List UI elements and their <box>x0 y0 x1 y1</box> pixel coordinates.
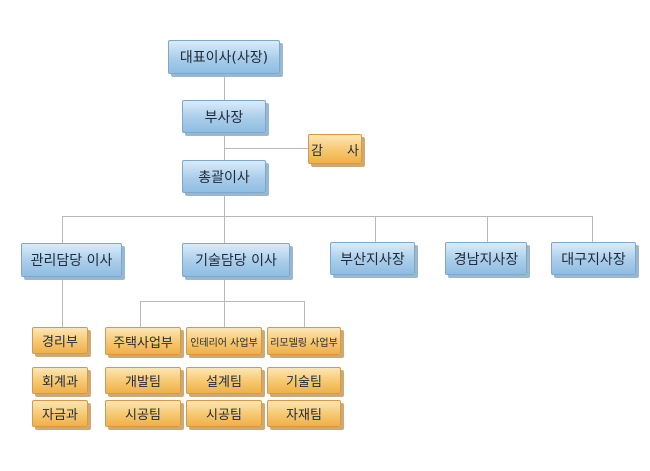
top-level-bus <box>62 216 593 217</box>
materials-team-box: 자재팀 <box>267 400 341 427</box>
gyeongnam-branch-box: 경남지사장 <box>445 242 527 275</box>
accounting-section-box: 회계과 <box>32 367 88 394</box>
ceo-box: 대표이사(사장) <box>168 40 280 74</box>
remodeling-division-box: 리모델링 사업부 <box>267 327 341 355</box>
design-team-box: 설계팀 <box>186 367 262 394</box>
drop-interior <box>224 301 225 327</box>
connector-gm-bus <box>224 193 225 216</box>
technical-director-box: 기술담당 이사 <box>182 243 290 277</box>
interior-division-box: 인테리어 사업부 <box>186 327 262 355</box>
connector-ceo-vp <box>224 74 225 100</box>
connector-mgmt-dept <box>62 277 63 327</box>
construction-team-interior-box: 시공팀 <box>186 400 262 427</box>
connector-tech-bus <box>224 277 225 301</box>
connector-vp-gm <box>224 133 225 160</box>
connector-audit <box>224 148 308 149</box>
accounting-dept-box: 경리부 <box>32 327 88 354</box>
drop-busan <box>375 216 376 242</box>
tech-division-bus <box>140 301 304 302</box>
drop-tech <box>224 216 225 243</box>
daegu-branch-box: 대구지사장 <box>551 242 636 275</box>
general-manager-box: 총괄이사 <box>182 160 266 193</box>
drop-daegu <box>592 216 593 242</box>
vice-president-box: 부사장 <box>182 100 266 133</box>
drop-housing <box>140 301 141 327</box>
development-team-box: 개발팀 <box>105 367 181 394</box>
drop-mgmt <box>62 216 63 243</box>
drop-remodel <box>304 301 305 327</box>
construction-team-housing-box: 시공팀 <box>105 400 181 427</box>
housing-division-box: 주택사업부 <box>105 327 181 355</box>
audit-box: 감 사 <box>308 134 362 164</box>
busan-branch-box: 부산지사장 <box>330 242 415 275</box>
management-director-box: 관리담당 이사 <box>21 243 122 277</box>
technical-team-box: 기술팀 <box>267 367 341 394</box>
drop-gyeongnam <box>487 216 488 242</box>
funds-section-box: 자금과 <box>32 400 88 427</box>
